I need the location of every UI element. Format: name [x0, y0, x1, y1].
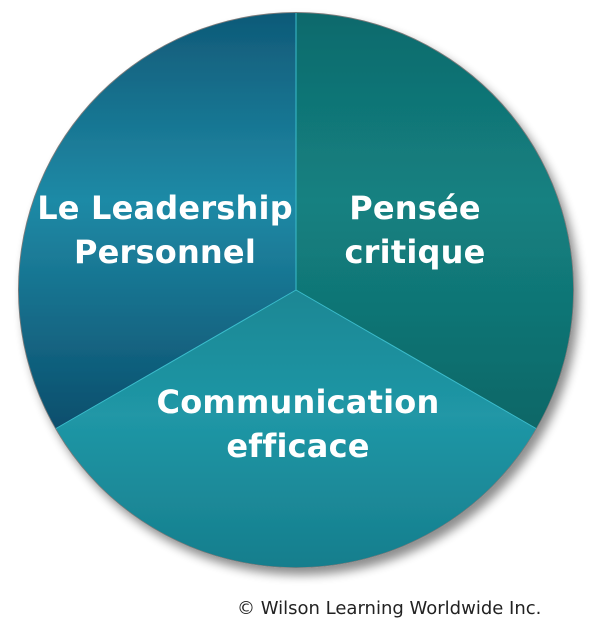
label-line: Personnel	[73, 233, 256, 271]
label-line: critique	[344, 233, 486, 271]
label-pensee-critique: Pensée critique	[310, 186, 520, 274]
segment-leadership	[18, 12, 296, 429]
segmented-circle-diagram	[18, 12, 574, 568]
label-leadership-personnel: Le Leadership Personnel	[30, 186, 300, 274]
segment-pensee-critique	[296, 12, 574, 429]
label-line: Le Leadership	[37, 189, 293, 227]
copyright-notice: © Wilson Learning Worldwide Inc.	[237, 598, 542, 619]
divider-left	[55, 289, 297, 429]
label-line: efficace	[226, 427, 370, 465]
label-line: Pensée	[349, 189, 481, 227]
divider-right	[295, 289, 537, 429]
label-line: Communication	[156, 383, 440, 421]
label-communication-efficace: Communication efficace	[140, 380, 456, 468]
